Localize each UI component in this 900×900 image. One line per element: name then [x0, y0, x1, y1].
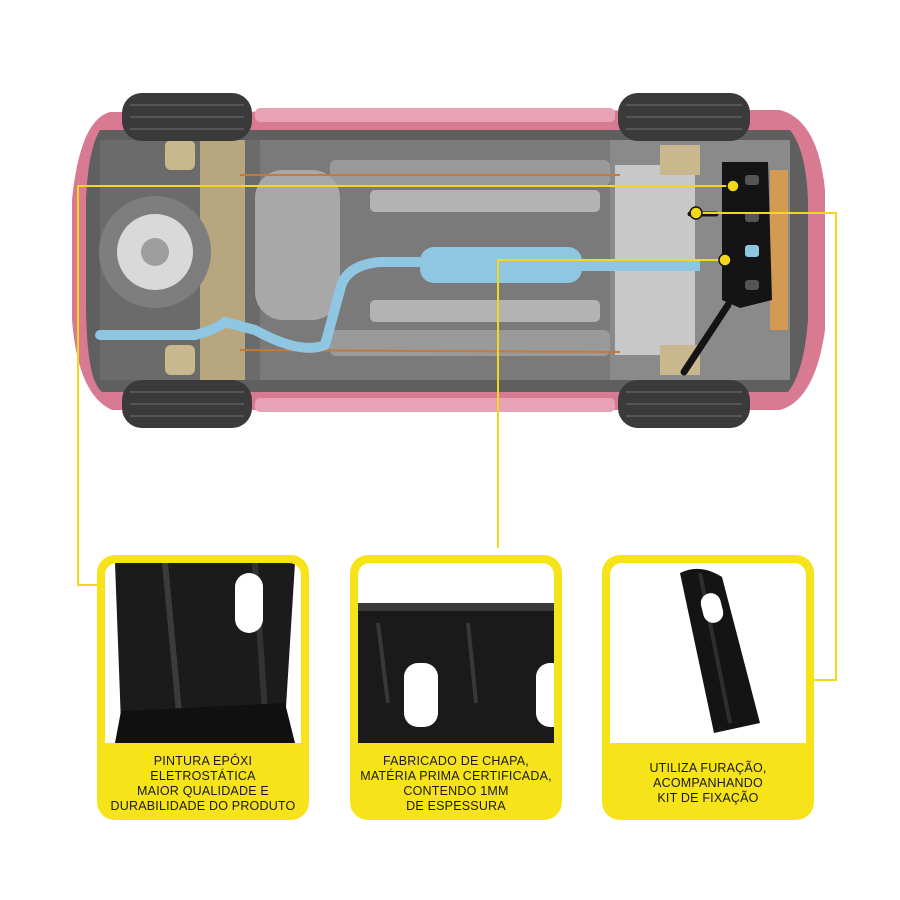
caption-line: MAIOR QUALIDADE E [137, 783, 269, 798]
closeup-photo-paint [105, 563, 301, 743]
exhaust-system [95, 247, 700, 353]
caption-line: DE ESPESSURA [406, 798, 506, 813]
feature-caption-fixing: UTILIZA FURAÇÃO, ACOMPANHANDO KIT DE FIX… [602, 747, 814, 820]
feature-card-material: FABRICADO DE CHAPA, MATÉRIA PRIMA CERTIF… [350, 555, 562, 820]
caption-line: MATÉRIA PRIMA CERTIFICADA, [360, 768, 552, 783]
caption-line: PINTURA EPÓXI [153, 753, 253, 768]
bracket-closeup [680, 568, 760, 733]
callout-dot-2 [689, 206, 703, 220]
caption-line: DURABILIDADE DO PRODUTO [110, 798, 296, 813]
caption-line: FABRICADO DE CHAPA, [383, 753, 529, 768]
callout-dot-3 [718, 253, 732, 267]
feature-caption-material: FABRICADO DE CHAPA, MATÉRIA PRIMA CERTIF… [350, 747, 562, 820]
feature-caption-paint: PINTURA EPÓXI ELETROSTÁTICA MAIOR QUALID… [97, 747, 309, 820]
caption-line: ELETROSTÁTICA [150, 768, 256, 783]
callout-dots [689, 179, 740, 267]
tires [122, 93, 750, 428]
plate-thickness-closeup [358, 603, 554, 743]
callout-lines [77, 185, 837, 681]
caption-line: KIT DE FIXAÇÃO [657, 791, 759, 805]
feature-card-paint: PINTURA EPÓXI ELETROSTÁTICA MAIOR QUALID… [97, 555, 309, 820]
callout-dot-1 [726, 179, 740, 193]
caption-line: UTILIZA FURAÇÃO, [649, 761, 767, 775]
caption-line: CONTENDO 1MM [403, 783, 509, 798]
engine-protector-plate [680, 162, 772, 376]
spare-wheel [99, 196, 211, 308]
closeup-photo-material [358, 563, 554, 743]
feature-card-fixing: UTILIZA FURAÇÃO, ACOMPANHANDO KIT DE FIX… [602, 555, 814, 820]
plate-slot-closeup [115, 563, 295, 743]
closeup-photo-fixing [610, 563, 806, 743]
caption-line: ACOMPANHANDO [653, 776, 763, 790]
